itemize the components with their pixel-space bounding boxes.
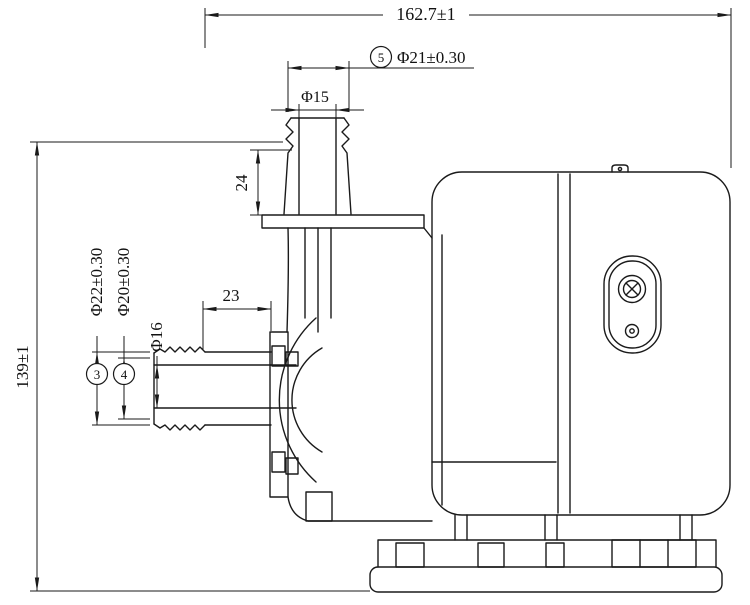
dim-overall-width: 162.7±1: [396, 4, 455, 24]
dim-inlet-id: Φ16: [147, 322, 166, 351]
dim-inlet-mid-od-group: 4 Φ20±0.30: [112, 248, 150, 420]
dimension-layer: 162.7±1 5 Φ21±0.30 Φ15: [13, 4, 732, 592]
dim-inlet-length-group: 23: [202, 286, 272, 350]
balloon-inlet-mid-od: 4: [112, 362, 136, 386]
balloon-inlet-mid-od-number: 4: [121, 367, 128, 382]
mounting-base: [369, 514, 723, 593]
dim-overall-width-group: 162.7±1: [204, 4, 732, 168]
dim-overall-height: 139±1: [13, 345, 32, 388]
motor-body: [431, 164, 731, 516]
balloon-inlet-od-number: 3: [94, 367, 101, 382]
outlet-tube: [283, 117, 352, 215]
balloon-outlet-od-number: 5: [378, 50, 385, 65]
pump-housing: [269, 227, 433, 522]
dim-inlet-od: Φ22±0.30: [87, 248, 106, 317]
pump-top-flange: [261, 214, 425, 229]
balloon-inlet-od: 3: [85, 362, 109, 386]
dim-inlet-id-group: Φ16: [147, 322, 166, 409]
dim-overall-height-group: 139±1: [13, 141, 370, 592]
motor-screw-plate: [603, 255, 662, 354]
dim-inlet-mid-od: Φ20±0.30: [114, 248, 133, 317]
dim-outlet-id-group: Φ15: [271, 89, 364, 119]
dim-inlet-length: 23: [223, 286, 240, 305]
screw-top-icon: [617, 274, 647, 304]
dim-outlet-height-group: 24: [232, 149, 292, 216]
dim-outlet-id: Φ15: [301, 89, 329, 106]
dim-outlet-od-group: 5 Φ21±0.30: [287, 45, 474, 112]
dim-outlet-height: 24: [232, 174, 251, 192]
balloon-outlet-od: 5: [369, 45, 393, 69]
inlet-tube: [153, 346, 272, 431]
dim-outlet-od: Φ21±0.30: [397, 48, 466, 67]
screw-bottom-icon: [624, 323, 640, 339]
dim-inlet-od-group: 3 Φ22±0.30: [85, 248, 150, 426]
pump-object-layer: [153, 117, 731, 593]
